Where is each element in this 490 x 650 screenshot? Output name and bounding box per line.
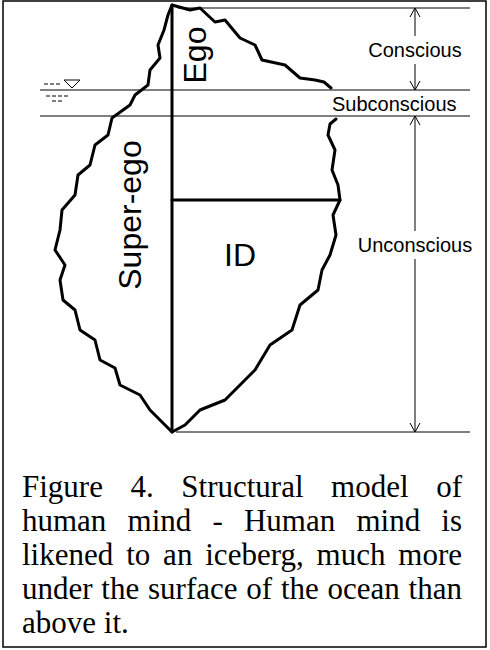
water-dash (46, 96, 70, 97)
label-slot: Ego (167, 39, 224, 71)
divider-line (172, 199, 340, 202)
label-slot: Conscious (368, 40, 461, 60)
caption-slot: Figure 4. Structural model of human mind… (22, 470, 462, 640)
label-slot: ID (224, 239, 256, 271)
water-line (40, 90, 470, 91)
label-slot: Unconscious (358, 235, 473, 255)
level-label: Conscious (368, 40, 461, 60)
bottom-line (176, 432, 470, 433)
figure-frame (3, 1, 486, 647)
water-dash (52, 101, 64, 102)
top-line (178, 8, 470, 9)
region-label: Ego (179, 27, 211, 84)
water-symbol (44, 80, 80, 101)
region-label: Super-ego (114, 140, 146, 289)
subsurface-line (40, 116, 470, 117)
water-dash (44, 84, 60, 85)
label-slot: Subconscious (332, 94, 457, 114)
iceberg-outline (55, 5, 340, 432)
figure-caption: Figure 4. Structural model of human mind… (22, 470, 462, 640)
divider-line (171, 5, 174, 432)
region-label: ID (224, 239, 256, 271)
arrow-head (410, 116, 420, 432)
iceberg-shape (55, 5, 340, 432)
level-label: Subconscious (332, 94, 457, 114)
level-label: Unconscious (358, 235, 473, 255)
water-triangle (64, 80, 80, 88)
label-slot: Super-ego (55, 199, 204, 231)
dimension-arrow (415, 116, 416, 432)
